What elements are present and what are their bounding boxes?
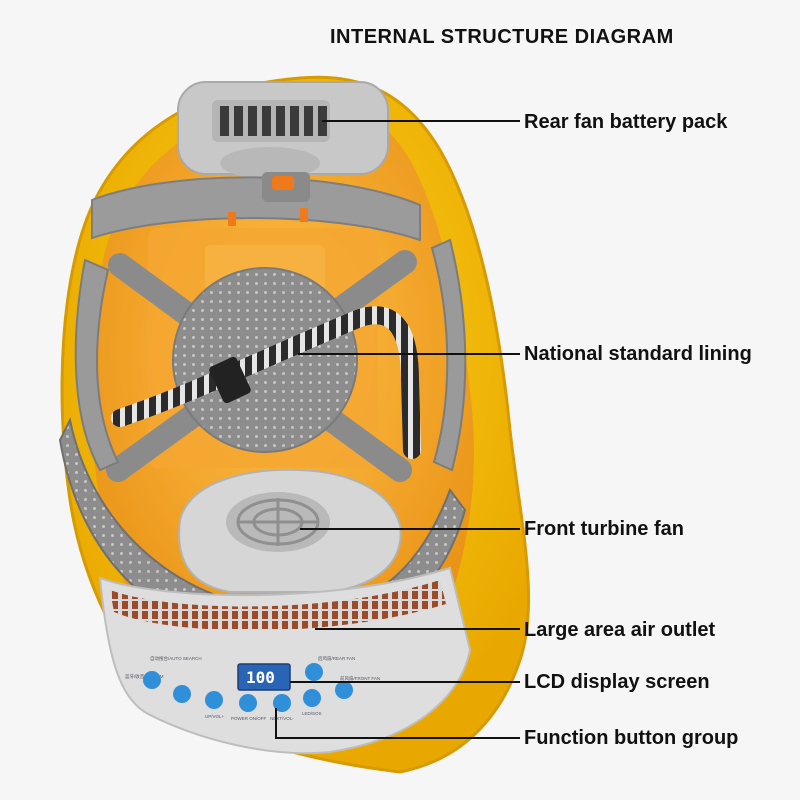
panel-text-auto-search: 自动搜台/AUTO SEARCH xyxy=(150,655,202,662)
lcd-value: 100 xyxy=(246,668,275,687)
label-front-turbine-fan: Front turbine fan xyxy=(524,518,684,540)
button-next-vol[interactable] xyxy=(273,694,291,712)
air-outlet-vents xyxy=(110,580,446,631)
label-national-standard-lining: National standard lining xyxy=(524,343,752,365)
lcd-display-screen xyxy=(237,663,291,691)
chin-strap xyxy=(111,306,421,459)
panel-text-front-fan: 前风扇/FRONT FAN xyxy=(340,675,380,682)
button-led-sos[interactable] xyxy=(303,689,321,707)
label-rear-fan-battery-pack: Rear fan battery pack xyxy=(524,111,728,133)
panel-text-next-vol: NEXT/VOL- xyxy=(270,716,294,721)
label-lcd-display-screen: LCD display screen xyxy=(524,671,710,693)
leader-lines xyxy=(275,120,520,739)
function-button-group xyxy=(143,663,353,712)
button-up-vol[interactable] xyxy=(205,691,223,709)
leader-buttons xyxy=(275,708,520,739)
turbine-fan-grille xyxy=(226,492,330,552)
headband-rear xyxy=(91,176,421,242)
headband-sides xyxy=(74,238,467,472)
panel-text-up-vol: UP/VOL+ xyxy=(205,714,225,719)
button-auto-search[interactable] xyxy=(143,671,161,689)
panel-text-power: POWER ON/OFF xyxy=(231,716,266,721)
button-power[interactable] xyxy=(239,694,257,712)
button-rear-fan[interactable] xyxy=(305,663,323,681)
label-function-button-group: Function button group xyxy=(524,727,739,749)
panel-text-rear-fan: 后风扇/REAR FAN xyxy=(318,655,355,662)
diagram-title: INTERNAL STRUCTURE DIAGRAM xyxy=(330,26,674,48)
label-large-area-air-outlet: Large area air outlet xyxy=(524,619,716,641)
panel-text-led-sos: LED/SOS xyxy=(302,711,322,716)
button-bluetooth[interactable] xyxy=(173,685,191,703)
button-front-fan[interactable] xyxy=(335,681,353,699)
